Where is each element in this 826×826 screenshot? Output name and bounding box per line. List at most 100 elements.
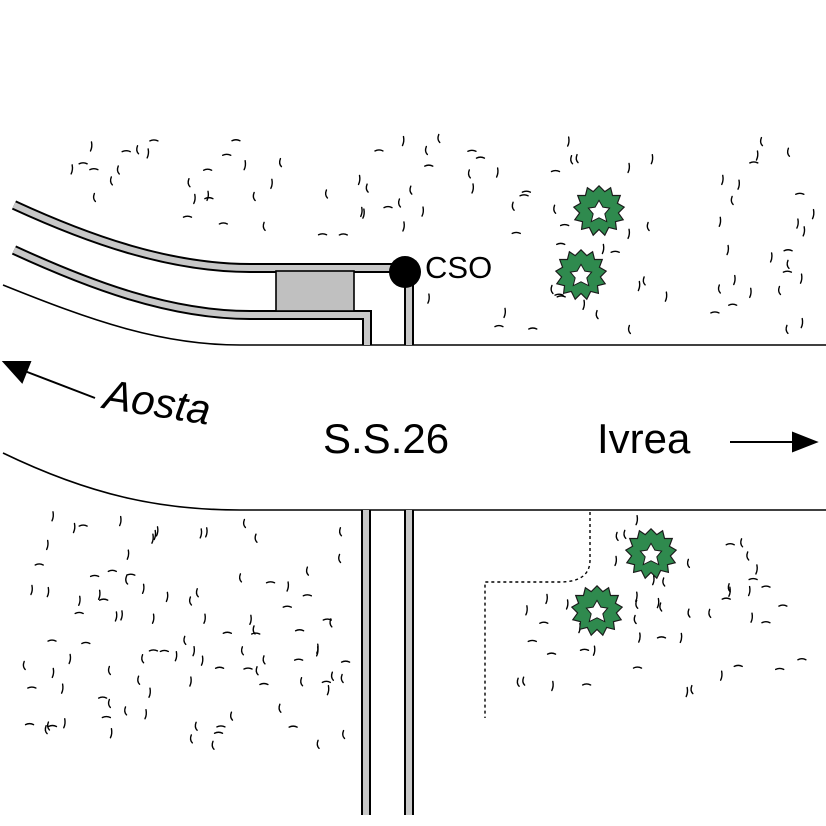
grass-tuft: [635, 514, 639, 526]
trees: [555, 185, 677, 636]
grass-tuft: [242, 518, 247, 529]
property-boundary: [484, 512, 591, 718]
grass-tuft: [786, 147, 791, 157]
grass-tuft: [755, 564, 758, 575]
grass-tuft: [194, 721, 198, 731]
grass-tuft: [174, 651, 178, 662]
storage-tank: [275, 270, 355, 312]
grass-tuft: [747, 585, 751, 597]
grass-tuft: [710, 311, 720, 314]
grass-tuft: [748, 577, 758, 581]
grass-tuft: [755, 150, 759, 161]
grass-tuft: [270, 178, 273, 190]
grass-tuft: [749, 161, 759, 164]
grass-tuft: [525, 605, 528, 616]
grass-tuft: [72, 522, 76, 534]
grass-tuft: [182, 215, 193, 218]
grass-tuft: [231, 139, 241, 142]
grass-tuft: [183, 635, 187, 646]
grass-tuft: [68, 653, 72, 665]
grass-tuft: [243, 667, 253, 670]
grass-tuft: [726, 244, 730, 256]
grass-tuft: [47, 639, 57, 642]
grass-tuft: [165, 591, 169, 603]
grass-tuft: [74, 611, 84, 615]
grass-tuft: [107, 569, 117, 573]
grass-tuft: [213, 731, 224, 734]
grass-tuft: [749, 287, 752, 299]
culvert-pipes: [361, 510, 414, 815]
grass-tuft: [330, 671, 335, 681]
grass-tuft: [187, 177, 191, 188]
grass-tuft: [92, 192, 97, 203]
grass-tuft: [511, 201, 515, 211]
grass-tuft: [294, 629, 305, 632]
grass-tuft: [424, 145, 429, 156]
grass-tuft: [151, 613, 155, 624]
grass-tuft: [322, 618, 333, 621]
grass-tuft: [46, 586, 50, 598]
grass-tuft: [559, 223, 570, 227]
grass-tuft: [137, 675, 141, 685]
grass-tuft: [402, 221, 405, 232]
grass-tuft: [737, 179, 741, 190]
grass-tuft: [795, 192, 805, 195]
grass-tuft: [81, 641, 91, 645]
grass-tuft: [740, 538, 744, 548]
direction-label-ivrea: Ivrea: [597, 415, 691, 462]
grass-tuft: [200, 655, 204, 666]
grass-tuft: [759, 136, 764, 147]
grass-tuft: [800, 317, 804, 329]
grass-tuft: [785, 324, 789, 335]
grass-tuft: [78, 595, 81, 607]
grass-tuft: [338, 553, 342, 564]
grass-tuft: [725, 543, 735, 546]
grass-tuft: [317, 233, 328, 236]
grass-tuft: [107, 665, 112, 676]
grass-tuft: [783, 249, 793, 252]
grass-tuft: [278, 703, 282, 713]
grass-tuft: [342, 729, 346, 740]
grass-tuft: [120, 610, 123, 621]
grass-tuft: [637, 280, 641, 292]
grass-tuft: [195, 588, 199, 598]
grass-tuft: [192, 645, 196, 657]
grass-tuft: [141, 654, 145, 664]
grass-tuft: [151, 533, 154, 544]
arrow-left-icon: [1, 361, 96, 399]
grass-tuft: [627, 162, 631, 174]
grass-tuft: [107, 698, 112, 709]
grass-tuft: [109, 176, 114, 186]
grass-tuft: [786, 259, 790, 270]
grass-tuft: [782, 270, 793, 273]
tree-icon: [625, 528, 677, 579]
grass-tuft: [733, 274, 736, 286]
grass-tuft: [687, 608, 691, 618]
grass-tuft: [109, 728, 113, 739]
grass-tuft: [34, 563, 44, 566]
grass-tuft: [374, 149, 384, 152]
grass-tuft: [774, 667, 785, 671]
grass-tuft: [30, 584, 33, 596]
grass-tuft: [46, 721, 51, 731]
grass-tuft: [664, 291, 668, 302]
grass-tuft: [144, 709, 148, 720]
grass-tuft: [153, 529, 157, 541]
grass-tuft: [550, 169, 561, 173]
grass-tuft: [778, 604, 788, 607]
grass-tuft: [148, 687, 152, 698]
cso-point: [389, 256, 421, 288]
grass-tuft: [78, 524, 88, 527]
grass-tuft: [89, 167, 99, 171]
grass-tuft: [340, 660, 351, 663]
grass-tuft: [582, 299, 586, 311]
grass-tuft: [293, 658, 304, 661]
grass-tuft: [545, 593, 548, 605]
grass-tuft: [494, 324, 504, 328]
grass-tuft: [796, 218, 799, 229]
grass-tuft: [188, 596, 193, 606]
grass-tuft: [360, 206, 363, 218]
grass-tuft: [632, 666, 643, 669]
grass-tuft: [159, 649, 170, 653]
grass-tuft: [45, 539, 49, 551]
